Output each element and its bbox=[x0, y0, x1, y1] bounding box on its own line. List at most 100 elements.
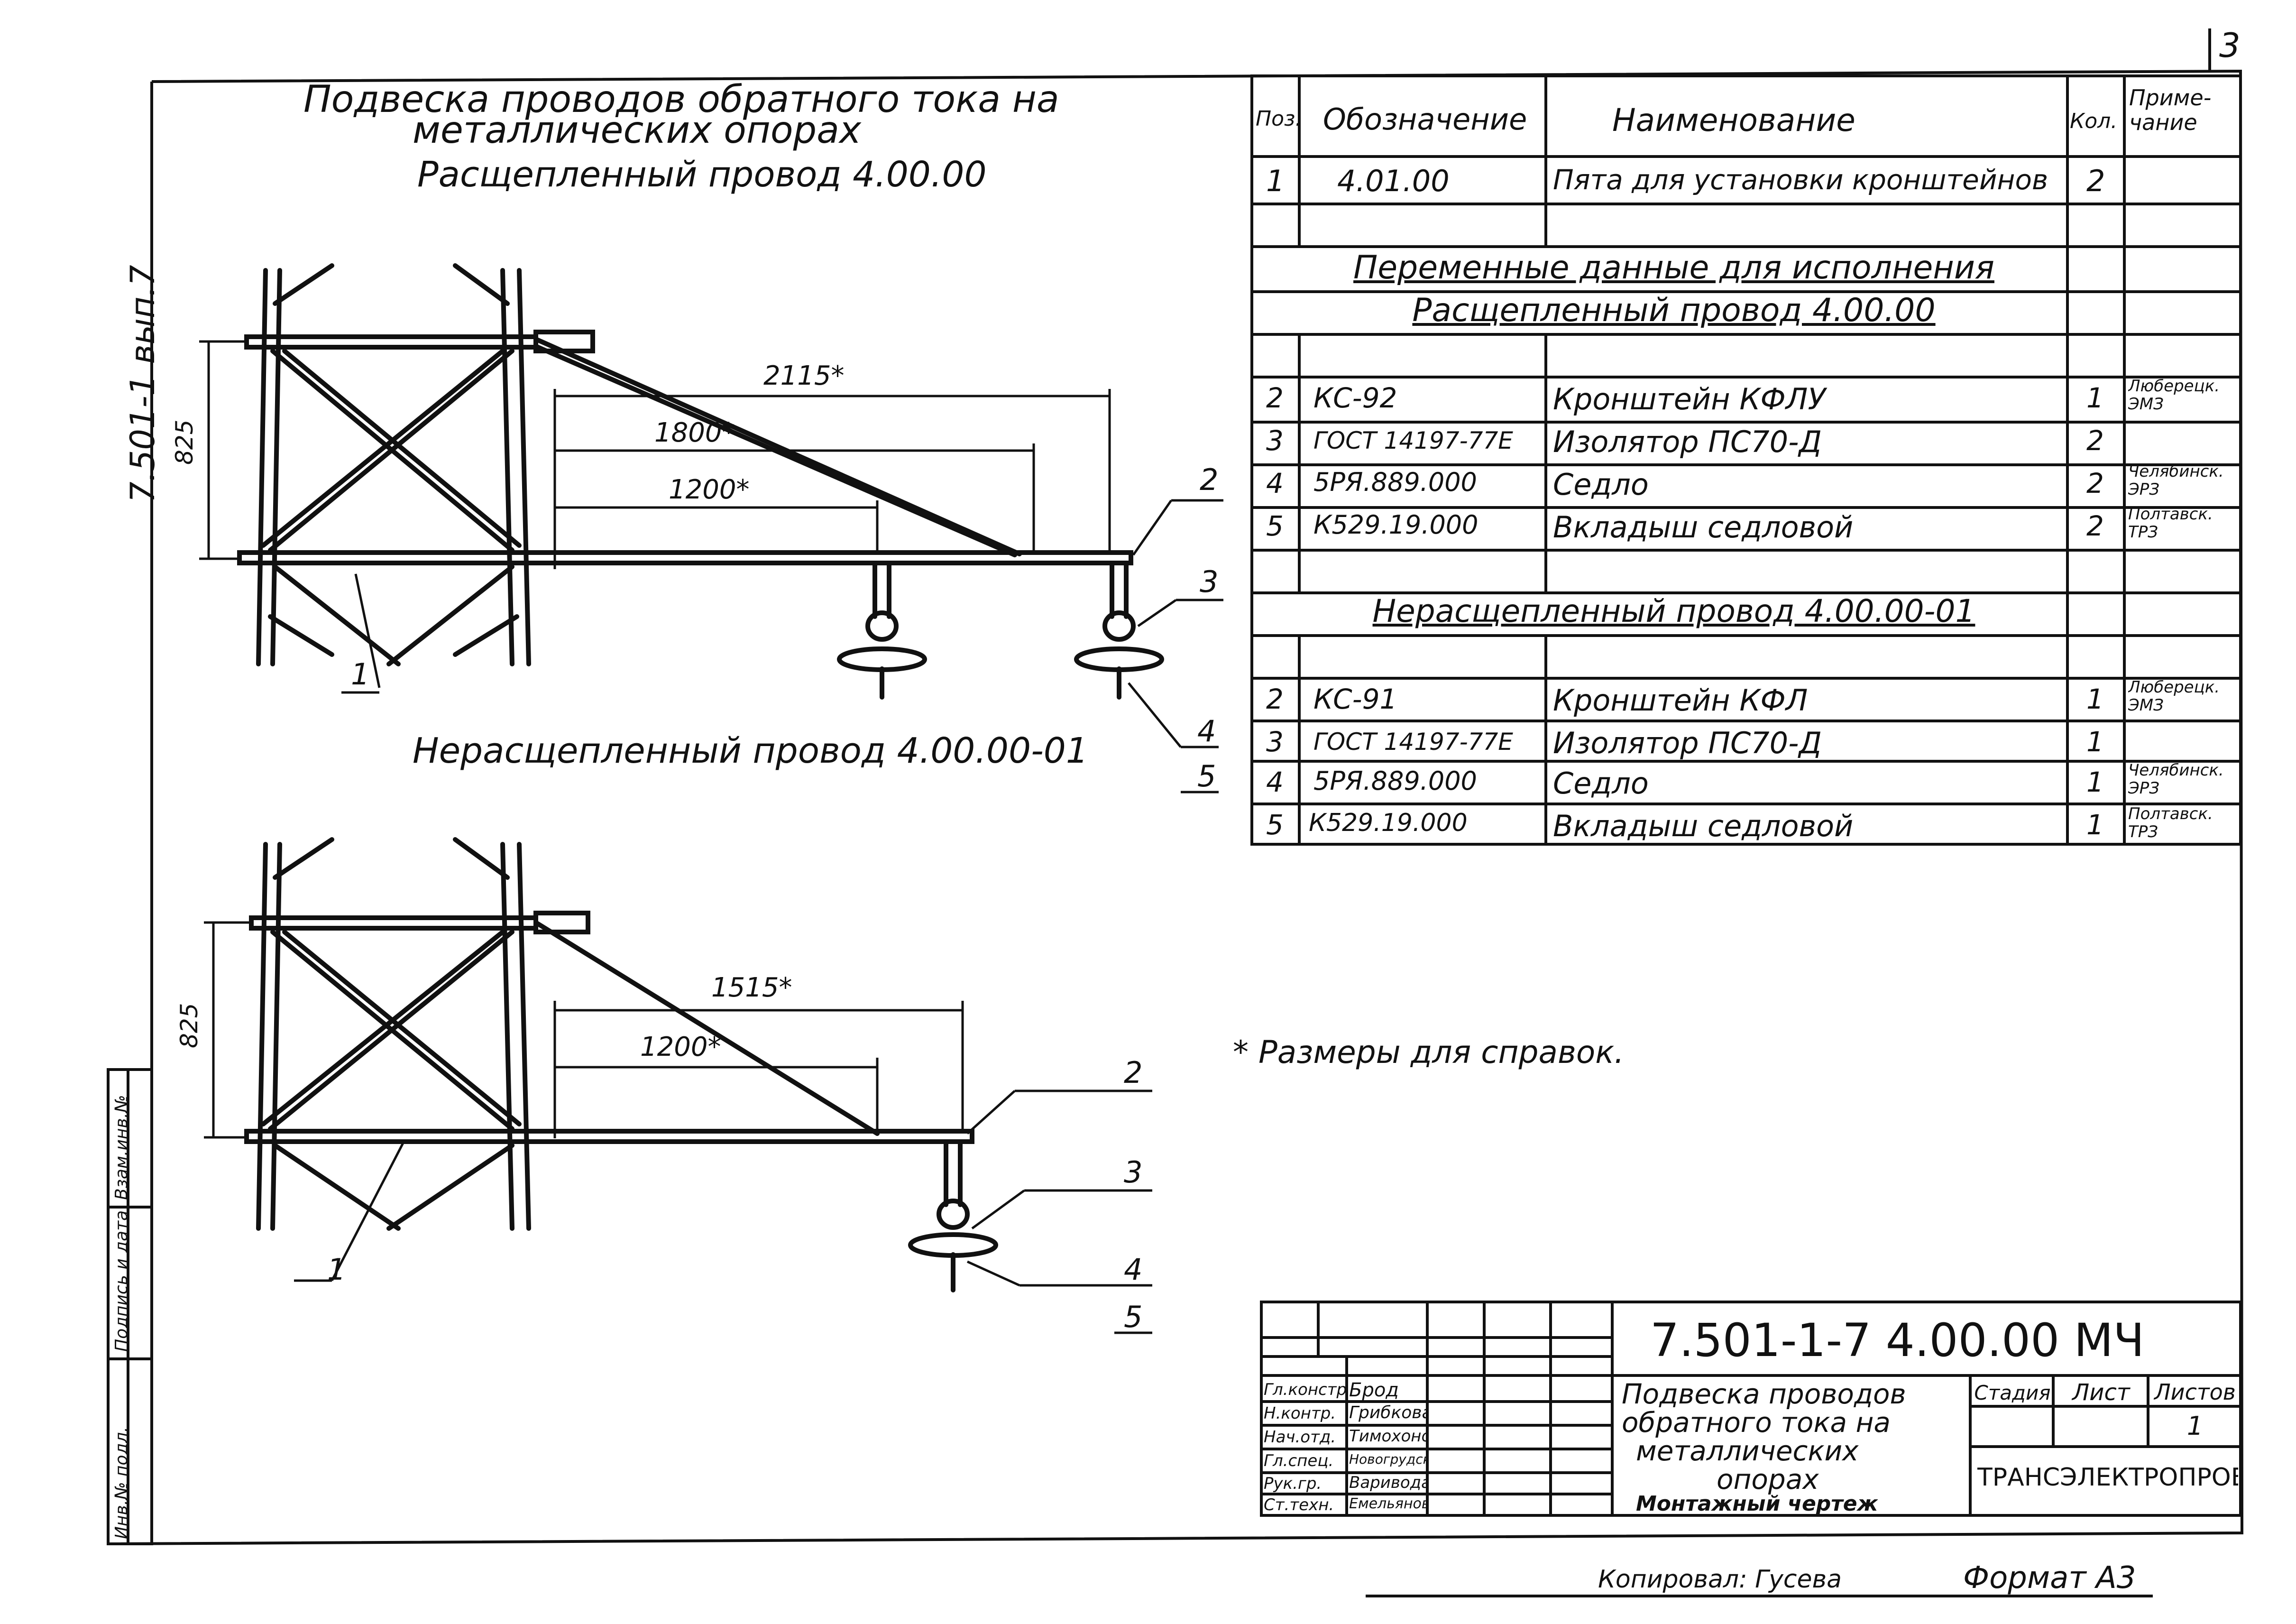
view2-dim-1515: 1515* bbox=[711, 972, 792, 1003]
view1-dim-1200: 1200* bbox=[669, 474, 750, 505]
spec-nonsplit-row5-note: Полтавск. ТРЗ bbox=[2128, 805, 2213, 841]
spec-split-row3-name: Изолятор ПС70-Д bbox=[1553, 424, 1822, 459]
side-stamp-signature: Подпись и дата bbox=[112, 1210, 131, 1352]
spec-row1-name: Пята для установки кронштейнов bbox=[1553, 164, 2048, 196]
view1-callout-5: 5 bbox=[1197, 759, 1216, 794]
view2-dim-1200: 1200* bbox=[640, 1032, 721, 1062]
view1-dim-1800: 1800* bbox=[654, 417, 735, 448]
view1-callout-4: 4 bbox=[1197, 714, 1216, 748]
spec-split-row2-name: Кронштейн КФЛУ bbox=[1553, 382, 1826, 416]
spec-nonsplit-row5-qty: 1 bbox=[2086, 809, 2104, 841]
spec-split-row3-qty: 2 bbox=[2086, 424, 2104, 457]
tb-staff-role-5: Рук.гр. bbox=[1264, 1474, 1322, 1493]
view1-callout-1: 1 bbox=[351, 657, 370, 692]
spec-split-row5-note: Полтавск. ТРЗ bbox=[2128, 505, 2213, 541]
drawing-title-line2: металлических опорах bbox=[413, 109, 862, 152]
side-stamp-inv: Инв.№ подл. bbox=[112, 1427, 131, 1539]
tb-sheets-value: 1 bbox=[2186, 1411, 2204, 1441]
spec-nonsplit-row5-name: Вкладыш седловой bbox=[1553, 809, 1854, 843]
tb-stage-label: Стадия bbox=[1974, 1381, 2051, 1404]
spec-header-pos: Поз. bbox=[1256, 107, 1298, 131]
spec-split-row5-qty: 2 bbox=[2086, 510, 2104, 542]
spec-header-qty: Кол. bbox=[2070, 109, 2118, 133]
view1-dim-height: 825 bbox=[171, 419, 198, 465]
view2-callout-2: 2 bbox=[1124, 1055, 1143, 1090]
footer-copied: Копировал: Гусева bbox=[1598, 1565, 1842, 1594]
spec-split-row5-designation: К529.19.000 bbox=[1313, 510, 1479, 540]
tb-staff-role-2: Н.контр. bbox=[1264, 1404, 1336, 1423]
spec-header-name: Наименование bbox=[1612, 102, 1855, 138]
side-code: 7.501-1 вып.7 bbox=[123, 265, 162, 503]
page-number: 3 bbox=[2219, 26, 2241, 65]
view2-callout-4: 4 bbox=[1124, 1252, 1143, 1287]
spec-section-split: Расщепленный провод 4.00.00 bbox=[1412, 292, 1936, 329]
tb-staff-role-4: Гл.спец. bbox=[1264, 1451, 1334, 1470]
view2-dim-height: 825 bbox=[175, 1003, 203, 1048]
view1-dim-2115: 2115* bbox=[763, 360, 845, 391]
spec-split-row4-designation: 5РЯ.889.000 bbox=[1313, 467, 1477, 497]
tb-staff-name-6: Емельянова bbox=[1349, 1495, 1426, 1512]
spec-split-row3-designation: ГОСТ 14197-77Е bbox=[1313, 427, 1513, 454]
view2-callout-1: 1 bbox=[327, 1252, 346, 1287]
spec-nonsplit-row2-designation: КС-91 bbox=[1313, 683, 1397, 715]
spec-split-row2-note: Люберецк. ЭМЗ bbox=[2128, 377, 2220, 413]
spec-split-row3-pos: 3 bbox=[1266, 424, 1284, 457]
tb-organization: ТРАНСЭЛЕКТРОПРОЕКТ bbox=[1977, 1463, 2238, 1492]
spec-split-row4-name: Седло bbox=[1553, 467, 1649, 502]
spec-split-row2-pos: 2 bbox=[1266, 382, 1284, 414]
spec-split-row2-qty: 1 bbox=[2086, 382, 2104, 414]
tb-sheet-label: Лист bbox=[2072, 1379, 2130, 1406]
spec-split-row5-name: Вкладыш седловой bbox=[1553, 510, 1854, 544]
spec-header-designation: Обозначение bbox=[1323, 102, 1527, 137]
view1-caption: Расщепленный провод 4.00.00 bbox=[417, 154, 987, 195]
view2-callout-3: 3 bbox=[1124, 1155, 1143, 1190]
tb-staff-name-4: Новогрудский bbox=[1349, 1451, 1426, 1467]
spec-nonsplit-row4-pos: 4 bbox=[1266, 766, 1284, 798]
spec-nonsplit-row2-qty: 1 bbox=[2086, 683, 2104, 715]
footer-format: Формат А3 bbox=[1963, 1560, 2136, 1596]
tb-staff-name-3: Тимохонов bbox=[1349, 1427, 1426, 1446]
spec-nonsplit-row2-note: Люберецк. ЭМЗ bbox=[2128, 678, 2220, 714]
view1-callout-3: 3 bbox=[1200, 564, 1219, 599]
spec-nonsplit-row3-qty: 1 bbox=[2086, 726, 2104, 758]
view1-callout-2: 2 bbox=[1200, 462, 1219, 497]
spec-nonsplit-row4-note: Челябинск. ЭРЗ bbox=[2128, 761, 2224, 797]
spec-nonsplit-row2-pos: 2 bbox=[1266, 683, 1284, 715]
spec-split-row4-qty: 2 bbox=[2086, 467, 2104, 499]
tb-staff-name-1: Брод bbox=[1349, 1379, 1399, 1401]
spec-nonsplit-row5-pos: 5 bbox=[1266, 809, 1284, 841]
spec-split-row2-designation: КС-92 bbox=[1313, 382, 1397, 414]
tb-sheets-label: Листов bbox=[2154, 1379, 2236, 1405]
spec-nonsplit-row2-name: Кронштейн КФЛ bbox=[1553, 683, 1808, 718]
spec-row1-qty: 2 bbox=[2086, 164, 2105, 198]
tb-description-3: металлических bbox=[1636, 1435, 1859, 1467]
spec-nonsplit-row3-name: Изолятор ПС70-Д bbox=[1553, 726, 1822, 760]
tb-staff-name-5: Варивода bbox=[1349, 1473, 1426, 1492]
spec-nonsplit-row4-designation: 5РЯ.889.000 bbox=[1313, 766, 1477, 796]
tb-drawing-type: Монтажный чертеж bbox=[1636, 1492, 1878, 1516]
spec-split-row4-note: Челябинск. ЭРЗ bbox=[2128, 462, 2224, 498]
tb-description-2: обратного тока на bbox=[1622, 1406, 1891, 1439]
spec-section-nonsplit: Нерасщепленный провод 4.00.00-01 bbox=[1372, 593, 1975, 629]
spec-section-variable: Переменные данные для исполнения bbox=[1353, 249, 1994, 286]
tb-description-1: Подвеска проводов bbox=[1622, 1378, 1906, 1410]
spec-nonsplit-row5-designation: К529.19.000 bbox=[1309, 809, 1468, 837]
view2-callout-5: 5 bbox=[1124, 1300, 1143, 1334]
drawing-title-line1: Подвеска проводов обратного тока на bbox=[303, 78, 1059, 121]
tb-description-4: опорах bbox=[1717, 1463, 1819, 1495]
tb-staff-role-6: Ст.техн. bbox=[1264, 1495, 1334, 1514]
tb-staff-name-2: Грибкова bbox=[1349, 1403, 1426, 1422]
spec-split-row4-pos: 4 bbox=[1266, 467, 1284, 499]
spec-nonsplit-row3-designation: ГОСТ 14197-77Е bbox=[1313, 728, 1513, 756]
spec-nonsplit-row4-name: Седло bbox=[1553, 766, 1649, 801]
tb-staff-role-3: Нач.отд. bbox=[1264, 1428, 1336, 1447]
tb-code: 7.501-1-7 4.00.00 МЧ bbox=[1650, 1314, 2145, 1367]
view2-caption: Нерасщепленный провод 4.00.00-01 bbox=[413, 730, 1088, 771]
spec-row1-designation: 4.01.00 bbox=[1337, 164, 1450, 198]
spec-row1-pos: 1 bbox=[1266, 164, 1285, 198]
tb-staff-role-1: Гл.констр. bbox=[1264, 1380, 1345, 1399]
reference-note: * Размеры для справок. bbox=[1233, 1034, 1625, 1070]
spec-nonsplit-row3-pos: 3 bbox=[1266, 726, 1284, 758]
spec-header-note: Приме-чание bbox=[2129, 85, 2212, 135]
